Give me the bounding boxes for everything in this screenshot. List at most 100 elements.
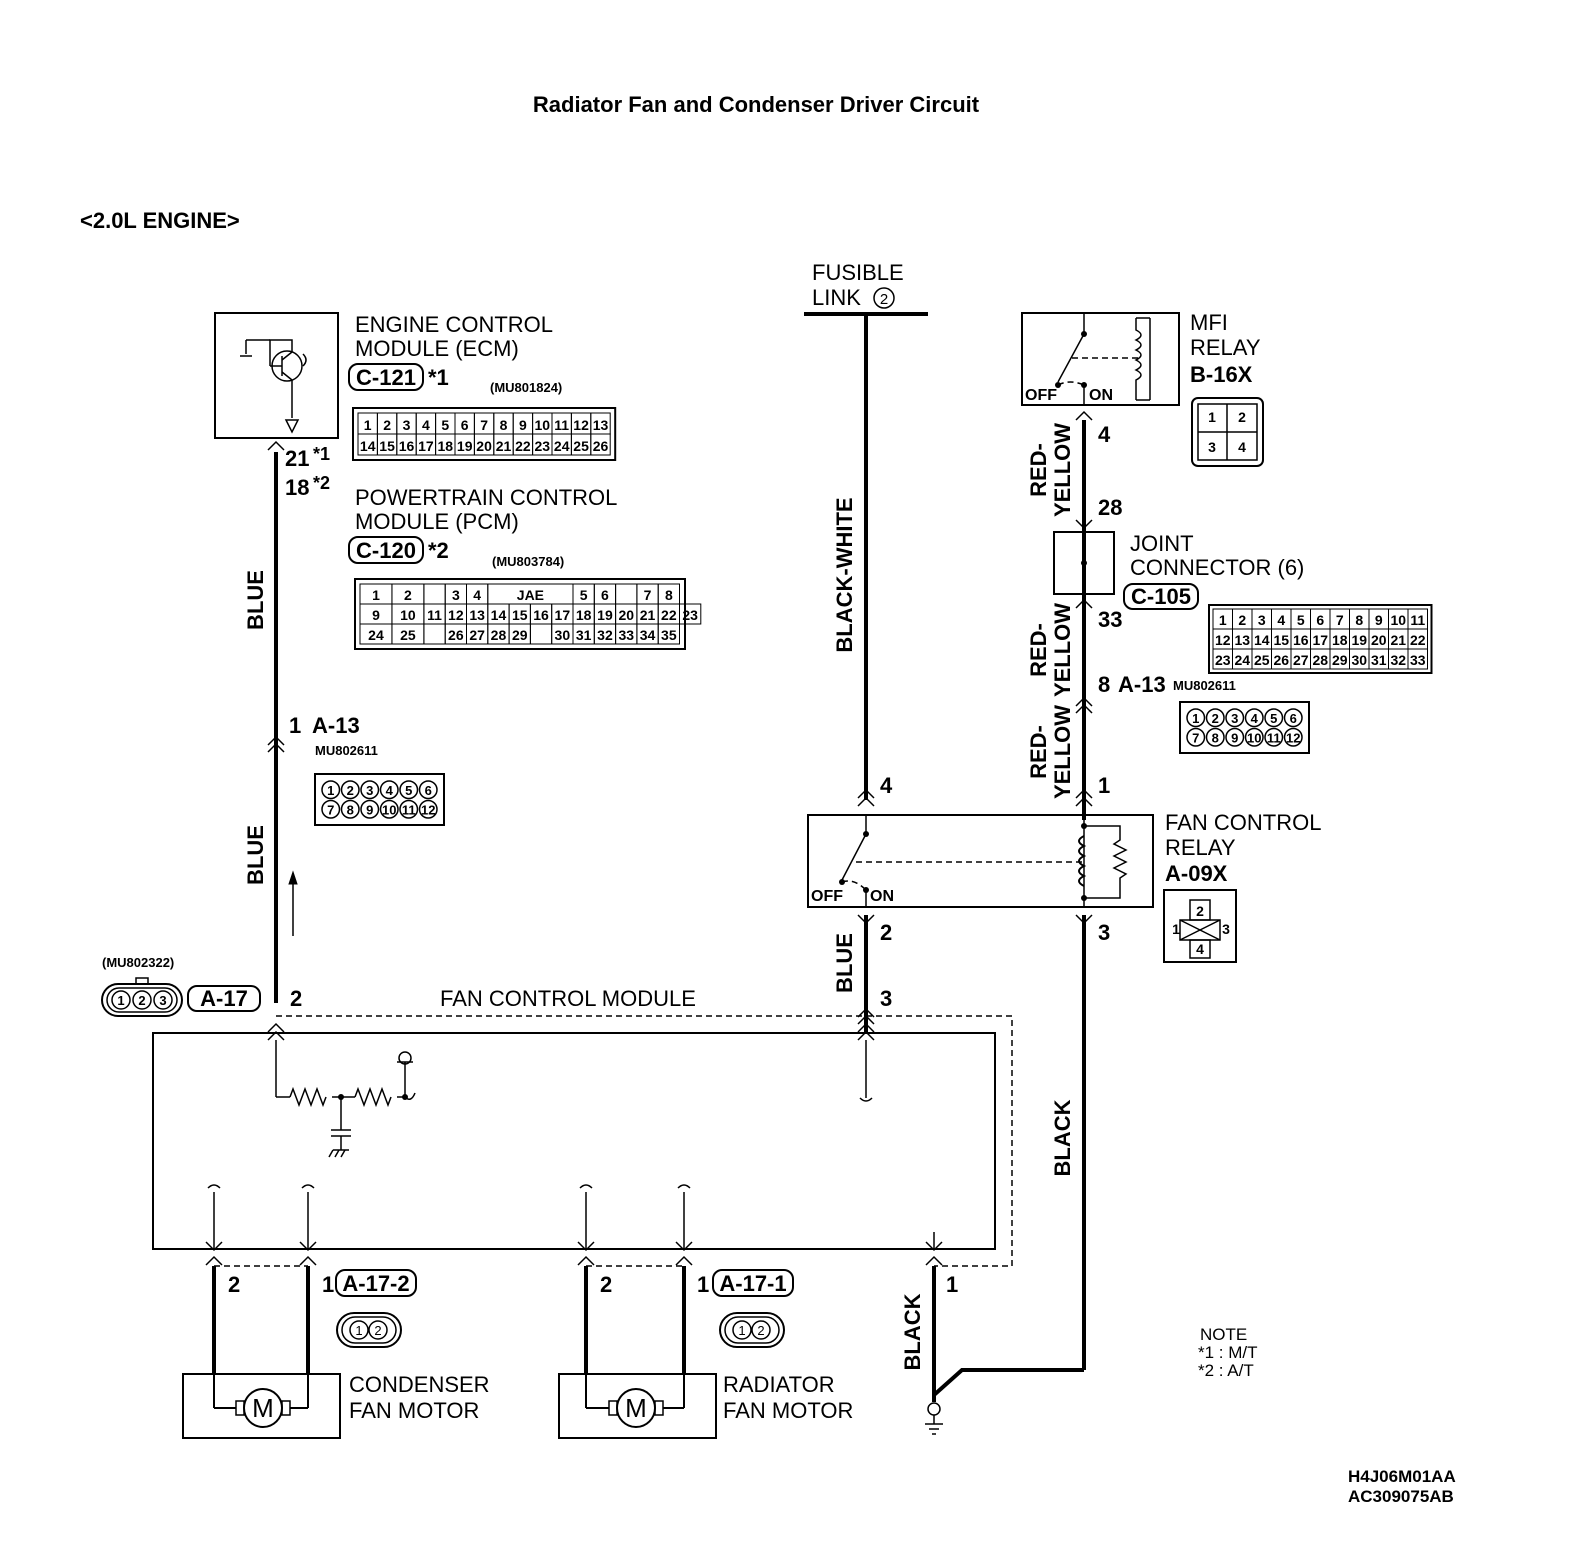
jc-pin: 14 [1254, 632, 1270, 648]
a13-left-pin: 9 [366, 802, 373, 817]
pcm-label-1: POWERTRAIN CONTROL [355, 485, 617, 510]
fusible-link-number-circle [873, 287, 895, 309]
jc-pin: 32 [1390, 652, 1406, 668]
note-line-2: *2 : A/T [1198, 1361, 1254, 1380]
svg-text:RED-: RED- [1026, 443, 1051, 497]
pcm-part-number: (MU803784) [492, 554, 564, 569]
jc-pin: 27 [1293, 652, 1309, 668]
a13-left-pin: 6 [425, 783, 432, 798]
pcm-pin: 21 [640, 607, 656, 623]
jc-pin: 12 [1215, 632, 1231, 648]
fusible-link-label-1: FUSIBLE [812, 260, 904, 285]
ecm-box [214, 312, 339, 439]
svg-text:2: 2 [757, 1323, 764, 1338]
ecm-star: *1 [428, 365, 449, 390]
a13-right-pin: 12 [1286, 730, 1300, 745]
a13-right-code: A-13 [1118, 672, 1166, 697]
ecm-pin-21: 21 [285, 446, 309, 471]
drawing-code-2: AC309075AB [1348, 1487, 1454, 1506]
jc-pin: 8 [1355, 612, 1363, 628]
jc-pin-28: 28 [1098, 495, 1122, 520]
svg-text:RED-: RED- [1026, 725, 1051, 779]
a13-left-pin: 1 [289, 713, 301, 738]
ecm-connector-badge [348, 363, 424, 391]
wire-label-red-yellow-1: RED- YELLOW [1026, 423, 1075, 517]
ecm-part-number: (MU801824) [490, 380, 562, 395]
ecm-pin: 25 [573, 438, 589, 454]
a13-right-pin: 11 [1267, 730, 1281, 745]
jc-pin: 4 [1277, 612, 1285, 628]
mfi-relay-label-2: RELAY [1190, 335, 1261, 360]
pcm-pin: 15 [512, 607, 528, 623]
a13-right-pin: 5 [1270, 711, 1277, 726]
jc-pin: 30 [1351, 652, 1367, 668]
svg-text:1: 1 [1172, 921, 1180, 937]
a13-left-pin: 8 [347, 802, 354, 817]
pcm-pin: 24 [368, 627, 384, 643]
diagram-title: Radiator Fan and Condenser Driver Circui… [533, 92, 980, 117]
a13-right-pin: 10 [1247, 730, 1261, 745]
fcm-label: FAN CONTROL MODULE [440, 986, 696, 1011]
pcm-pin: 3 [452, 587, 460, 603]
radiator-motor-symbol: M [625, 1393, 647, 1423]
jc-pin: 9 [1375, 612, 1383, 628]
wire-label-blue-1: BLUE [243, 570, 268, 630]
radiator-fan-label-2: FAN MOTOR [723, 1398, 853, 1423]
svg-text:2: 2 [374, 1323, 381, 1338]
pcm-pin: 19 [597, 607, 613, 623]
a13-left-pin: 5 [405, 783, 412, 798]
svg-text:4: 4 [1238, 439, 1246, 455]
ecm-pin: 22 [515, 438, 531, 454]
fcm-dashed-outline [276, 1015, 1013, 1267]
ecm-label-1: ENGINE CONTROL [355, 312, 553, 337]
wire-label-blue-3: BLUE [832, 933, 857, 993]
ecm-pin: 7 [480, 417, 488, 433]
a13-left-pin: 10 [382, 802, 396, 817]
pcm-pin: 28 [491, 627, 507, 643]
mfi-on: ON [1089, 387, 1113, 404]
pcm-pin: 8 [665, 587, 673, 603]
ecm-pin-21-star: *1 [313, 444, 330, 464]
ecm-pin: 3 [403, 417, 411, 433]
ecm-pin: 4 [422, 417, 430, 433]
fusible-link-label-2: LINK [812, 285, 861, 310]
mfi-relay-code: B-16X [1190, 362, 1253, 387]
fcr-off: OFF [811, 888, 843, 905]
a13-right-pin: 8 [1212, 730, 1219, 745]
fcr-label-1: FAN CONTROL [1165, 810, 1321, 835]
pcm-pin: 7 [644, 587, 652, 603]
svg-text:3: 3 [1208, 439, 1216, 455]
radiator-fan-label-1: RADIATOR [723, 1372, 835, 1397]
radiator-connector-icon: 1 2 [719, 1312, 785, 1348]
svg-text:3: 3 [1222, 921, 1230, 937]
fcr-pin-4: 4 [880, 773, 893, 798]
a13-right-pin: 9 [1231, 730, 1238, 745]
pcm-pin: JAE [517, 587, 544, 603]
a13-left-pin: 3 [366, 783, 373, 798]
note-line-1: *1 : M/T [1198, 1343, 1258, 1362]
jc-pin: 1 [1219, 612, 1227, 628]
ecm-pin: 2 [383, 417, 391, 433]
pcm-pin: 25 [400, 627, 416, 643]
ecm-label-2: MODULE (ECM) [355, 336, 519, 361]
a17-part-number: (MU802322) [102, 955, 174, 970]
pcm-pin: 4 [473, 587, 481, 603]
pcm-pin-18-star: *2 [313, 473, 330, 493]
mfi-relay-box [1021, 312, 1180, 406]
jc-pin: 28 [1312, 652, 1328, 668]
a13-right-pin: 2 [1212, 711, 1219, 726]
a17-badge [187, 985, 261, 1012]
ecm-pin: 19 [457, 438, 473, 454]
fcr-pin-3: 3 [1098, 920, 1110, 945]
mfi-off: OFF [1025, 387, 1057, 404]
jc-pin: 21 [1390, 632, 1406, 648]
condenser-motor-symbol: M [252, 1393, 274, 1423]
jc-pin: 5 [1297, 612, 1305, 628]
wire-label-red-yellow-3: RED- YELLOW [1026, 705, 1075, 799]
ecm-pin: 12 [573, 417, 589, 433]
ecm-pin: 6 [461, 417, 469, 433]
fcm-box [152, 1032, 996, 1250]
fcr-on: ON [870, 888, 894, 905]
